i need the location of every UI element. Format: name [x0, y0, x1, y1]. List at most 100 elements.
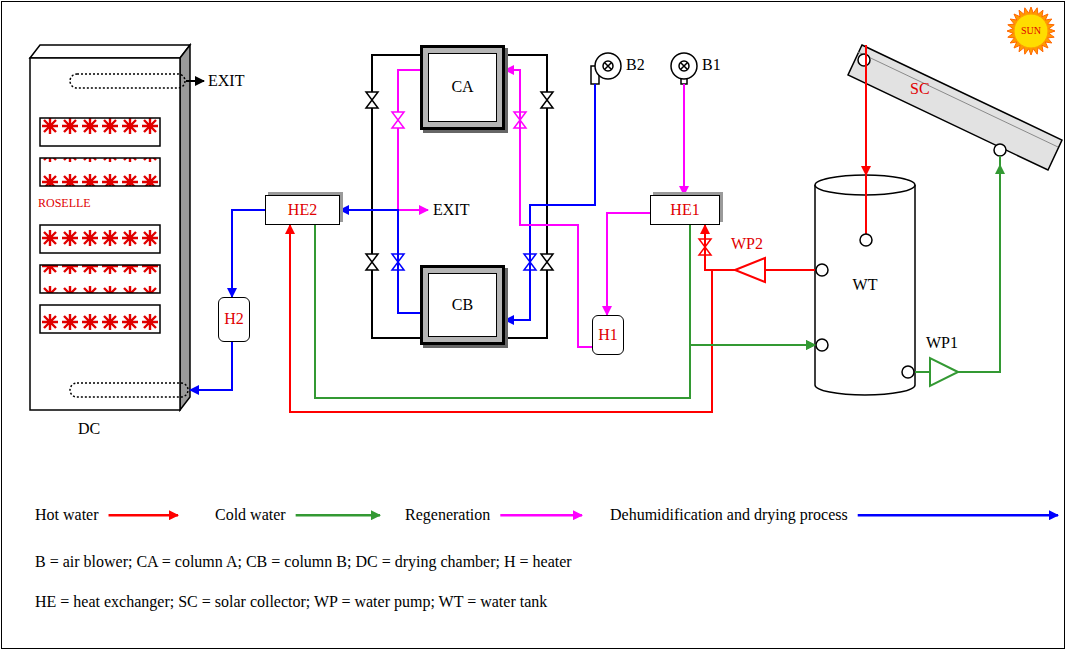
pipe-connector: [915, 371, 930, 373]
legend-text: Regeneration: [405, 506, 490, 524]
abbreviation-note: B = air blower; CA = column A; CB = colu…: [35, 553, 572, 571]
node-label: SUN: [1021, 25, 1041, 37]
sun-symbol: [1007, 7, 1055, 55]
pipe-connector: [315, 225, 815, 398]
sun: SUN: [1008, 8, 1054, 54]
node-label: ROSELLE: [38, 197, 91, 211]
legend-sample: [500, 514, 582, 517]
node-label: DC: [78, 420, 100, 438]
drying-chamber-housing: [180, 45, 190, 410]
air-blower-symbol: [681, 63, 688, 70]
valve-symbol: [392, 112, 404, 128]
drying-tray: [40, 305, 160, 333]
air-blower-symbol: [591, 53, 697, 84]
legend-text: Cold water: [215, 506, 286, 524]
pipe-connector: [607, 213, 650, 315]
solar-collector-panel: [999, 156, 1001, 165]
water-tank-symbol: [902, 366, 914, 378]
sun-symbol: [1014, 14, 1048, 48]
solar-collector: SC: [848, 45, 1062, 165]
pipe-connector: [505, 70, 592, 347]
solar-collector-panel: [994, 144, 1006, 156]
water-tank-symbol: [816, 339, 828, 351]
drying-tray: [40, 265, 160, 293]
node-label: H1: [598, 326, 618, 344]
sun-symbol: [1007, 7, 1055, 55]
pipe-connector: [690, 225, 815, 345]
heat-exchanger: HE1: [650, 195, 720, 225]
pipe-connector: [958, 165, 1000, 372]
heater: H1: [592, 315, 624, 355]
valve-symbol: [366, 92, 711, 270]
node-label: WP1: [926, 334, 958, 352]
drying-chamber-housing: [30, 45, 190, 58]
pipe-connector: [190, 342, 232, 390]
air-blower-symbol: [603, 61, 613, 71]
pipe-connector: [505, 84, 595, 320]
air-blower-symbol: [605, 63, 612, 70]
water-tank-symbol: [815, 175, 915, 395]
node-label: B2: [626, 56, 645, 74]
adsorption-column: CB: [420, 265, 505, 345]
solar-collector-panel: [858, 52, 1058, 147]
pipe-connector: [765, 269, 815, 271]
air-duct: [186, 80, 204, 82]
abbreviation-note: HE = heat exchanger; SC = solar collecto…: [35, 593, 547, 611]
node-label: WP2: [731, 235, 763, 253]
water-tank-symbol: [860, 234, 872, 246]
drying-chamber-housing: [30, 58, 180, 410]
legend-text: Hot water: [35, 506, 99, 524]
node-label: WT: [853, 276, 878, 294]
air-duct: [70, 74, 204, 397]
exit-label: EXIT: [433, 201, 469, 219]
air-blower-symbol: [595, 53, 621, 79]
air-blower: B2: [592, 52, 652, 84]
heat-exchanger: HE2: [265, 195, 340, 225]
node-label: HE1: [670, 201, 699, 219]
node-label: B1: [702, 56, 721, 74]
legend-sample: [109, 514, 178, 517]
drying-tray: [40, 158, 160, 186]
adsorption-column: CA: [420, 45, 505, 130]
water-pump: WP1: [930, 358, 958, 386]
water-pump-symbol: [930, 358, 958, 386]
node-label: HE2: [288, 201, 317, 219]
valve-symbol: [366, 254, 378, 270]
valve-symbol: [541, 92, 553, 108]
pipe-connector: [683, 84, 685, 195]
solar-collector-panel: [848, 45, 1062, 170]
drying-chamber-housing: [30, 45, 190, 410]
water-pump-symbol: [735, 258, 765, 282]
legend-text: Dehumidification and drying process: [610, 506, 848, 524]
water-tank-symbol: [865, 175, 867, 234]
pipe-connector: [232, 210, 265, 297]
water-pump: WP2: [735, 258, 765, 282]
pipe-connector: [340, 210, 420, 313]
drying-tray: [40, 118, 160, 333]
water-tank: WT: [815, 175, 915, 395]
pipe-connector: [705, 225, 735, 270]
node-label: H2: [224, 310, 244, 328]
node-label: SC: [910, 80, 930, 98]
idle-pipe: [505, 55, 547, 338]
air-duct: [70, 383, 188, 397]
idle-pipe: [372, 55, 420, 338]
node-label: CB: [452, 296, 473, 314]
air-duct: [70, 74, 185, 88]
heater: H2: [218, 297, 250, 342]
air-blower-symbol: [671, 53, 697, 79]
solar-collector-panel: [848, 45, 1062, 170]
drying-tray: [40, 225, 160, 253]
pipe-connector: [865, 45, 867, 175]
legend-sample: [858, 514, 1058, 517]
solar-collector-panel: [858, 54, 870, 66]
water-pump-symbol: [735, 258, 958, 386]
drying-tray: [40, 118, 160, 146]
valve-symbol: [541, 254, 553, 270]
node-label: CA: [451, 78, 473, 96]
